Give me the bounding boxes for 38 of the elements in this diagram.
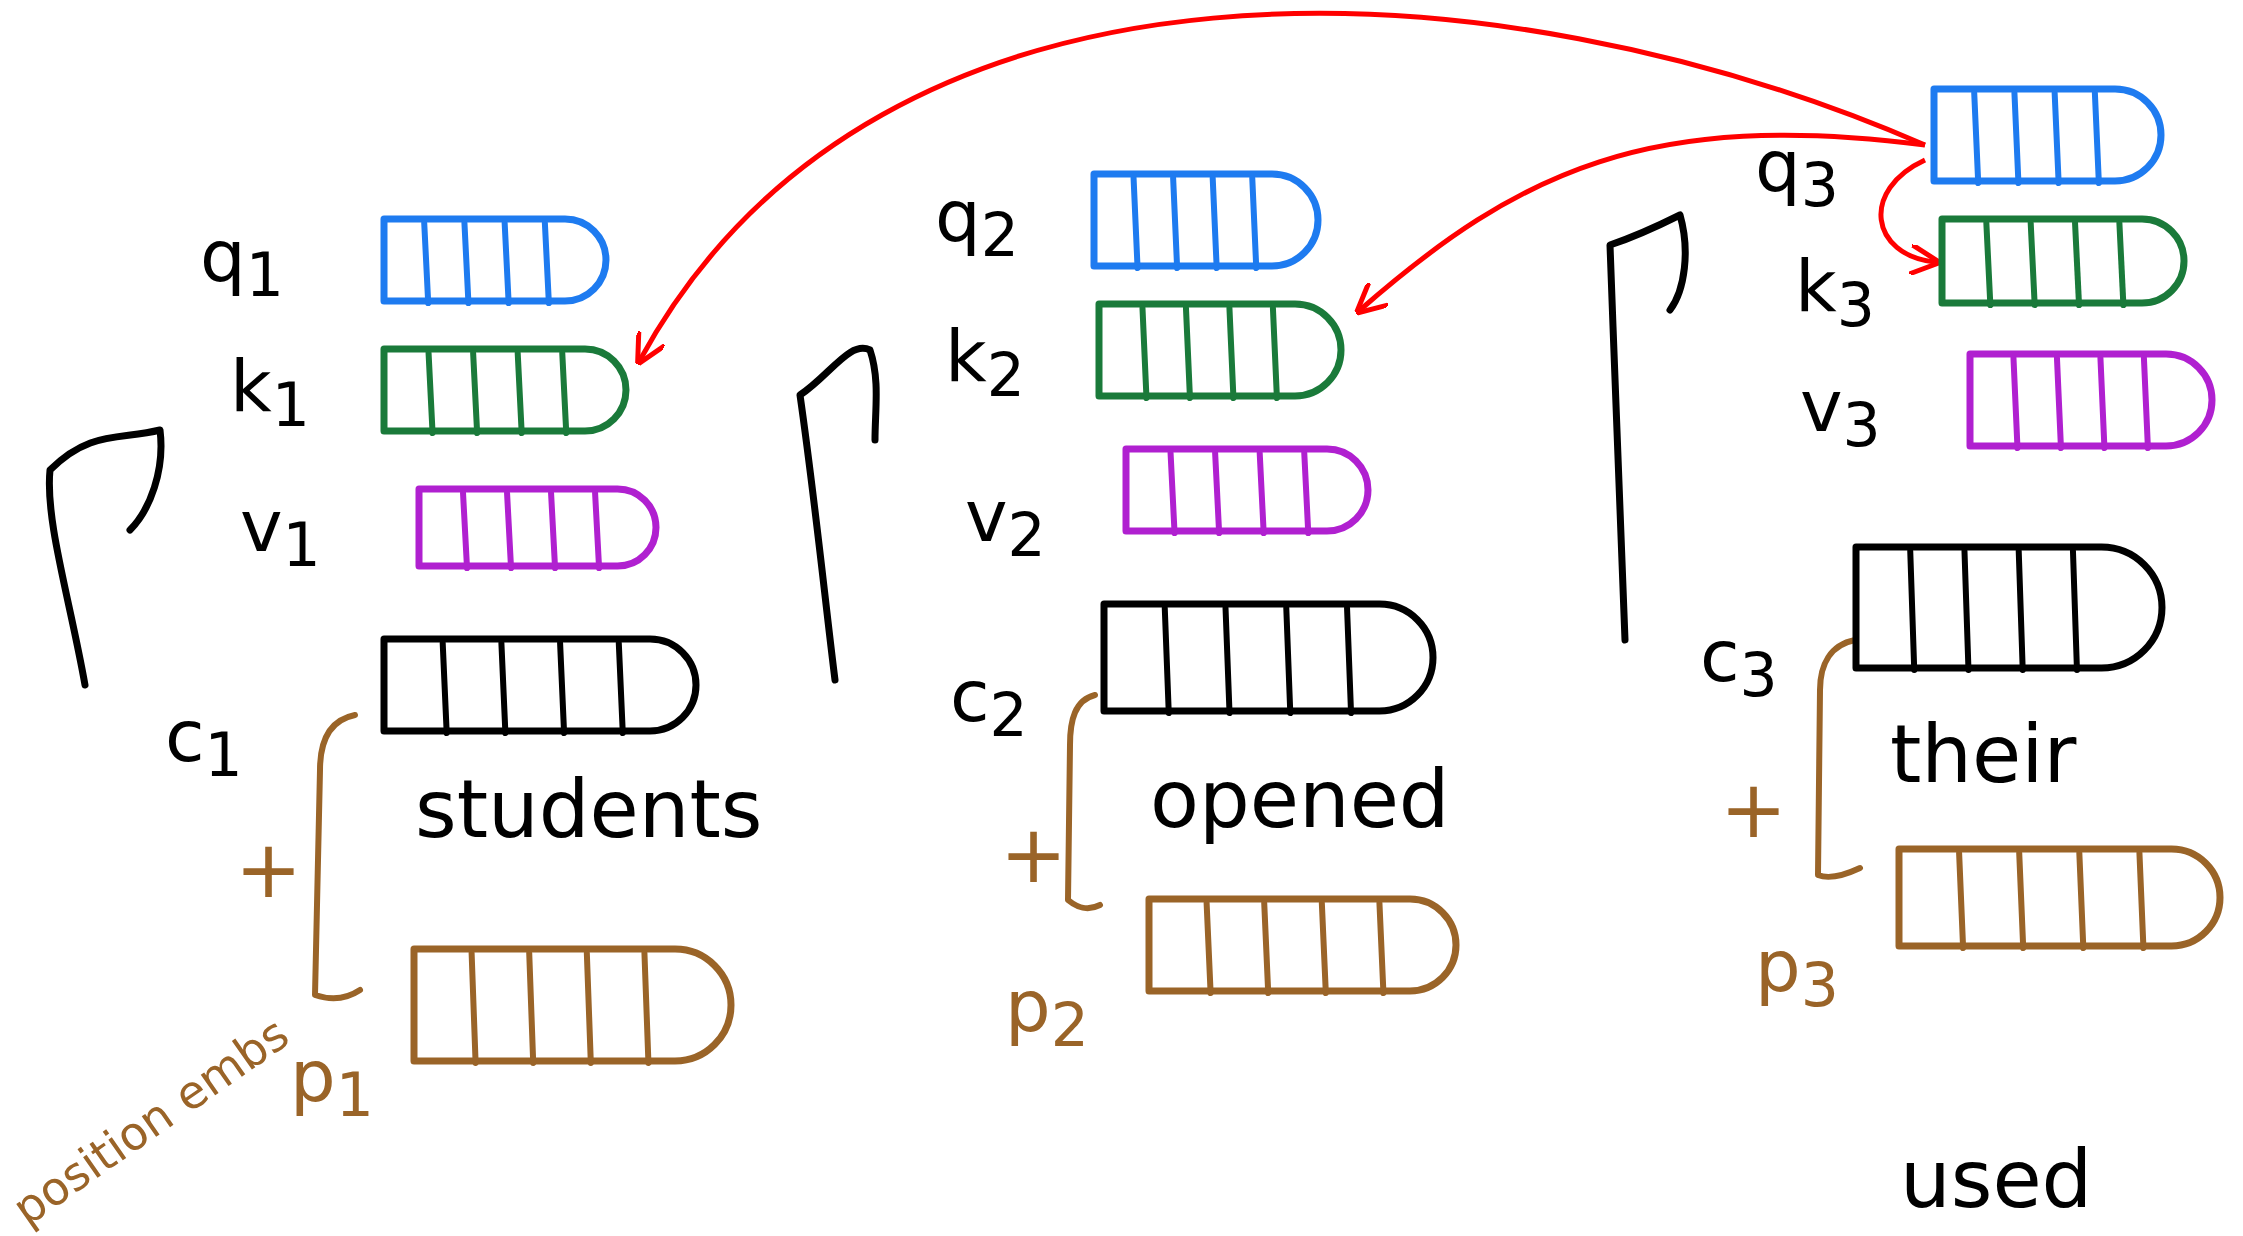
vector-label: k$_{1}$ xyxy=(230,350,310,436)
vector-bar xyxy=(1966,350,2216,450)
vector-bar xyxy=(1090,170,1322,270)
vector-bar xyxy=(415,485,660,570)
vector-label: c$_{1}$ xyxy=(165,700,243,786)
vector-bar xyxy=(410,945,735,1065)
vector-label: v$_{2}$ xyxy=(965,480,1046,566)
vector-label: c$_{2}$ xyxy=(950,660,1028,746)
vector-label: k$_{2}$ xyxy=(945,320,1025,406)
vector-label: v$_{3}$ xyxy=(1800,370,1881,456)
vector-label: v$_{1}$ xyxy=(240,490,321,576)
word: students xyxy=(415,770,763,850)
vector-bar xyxy=(1095,300,1345,400)
plus-sign: + xyxy=(235,830,303,910)
word: their xyxy=(1890,715,2077,795)
vector-label: p$_{3}$ xyxy=(1755,930,1839,1016)
vector-label: p$_{1}$ xyxy=(290,1040,374,1126)
arrow xyxy=(1353,132,1926,316)
vector-label: c$_{3}$ xyxy=(1700,620,1778,706)
vector-bar xyxy=(1145,895,1460,995)
vector-label: q$_{2}$ xyxy=(935,180,1019,266)
vector-bar xyxy=(380,345,630,435)
arrow xyxy=(634,11,1926,367)
vector-bar xyxy=(380,635,700,735)
vector-label: k$_{3}$ xyxy=(1795,250,1875,336)
vector-bar xyxy=(1122,445,1372,535)
vector-bar xyxy=(1895,845,2224,950)
vector-bar xyxy=(1938,215,2188,307)
vector-label: q$_{3}$ xyxy=(1755,130,1839,216)
vector-label: q$_{1}$ xyxy=(200,220,284,306)
vector-bar xyxy=(1100,600,1437,715)
vector-bar xyxy=(380,215,610,305)
vector-bar xyxy=(1930,85,2165,185)
vector-bar xyxy=(1852,543,2166,672)
plus-sign: + xyxy=(1720,770,1788,850)
vector-label: p$_{2}$ xyxy=(1005,970,1089,1056)
plus-sign: + xyxy=(1000,815,1068,895)
word: used xyxy=(1900,1140,2093,1220)
